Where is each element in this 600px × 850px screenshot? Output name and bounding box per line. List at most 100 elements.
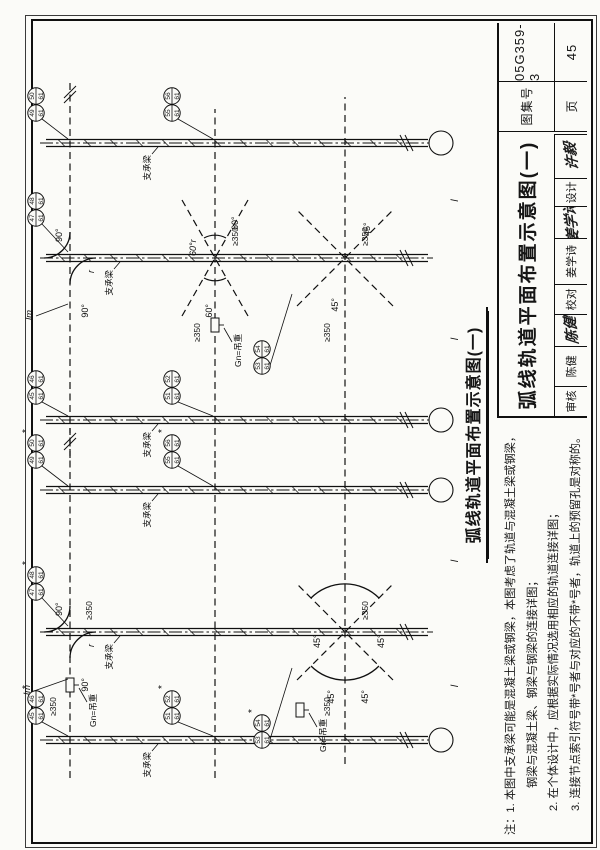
beam-label: 支承梁	[142, 155, 152, 181]
angle-90-label: 90°	[80, 678, 90, 692]
figure-caption: 弧线轨道平面布置示意图(一)	[460, 307, 488, 563]
detail-number: 50	[29, 439, 36, 447]
role-name: 陈健	[555, 345, 587, 386]
length-label: lm	[22, 685, 33, 695]
sheet-title: 弧线轨道平面布置示意图(一)	[499, 134, 555, 416]
detail-number: 52	[165, 375, 172, 383]
beam-label: 支承梁	[142, 502, 152, 528]
dim-min-350: ≥350	[322, 697, 332, 716]
detail-sheet-number: 61	[264, 362, 271, 370]
detail-sheet-number: 61	[38, 92, 45, 100]
detail-sheet-number: 61	[264, 736, 271, 744]
dim-min-350: ≥350	[48, 697, 58, 716]
detail-number: 56	[165, 439, 172, 447]
hoist-label: Gn=吊重	[88, 693, 98, 727]
note-line: 3. 连接节点索引符号带*号者与对应的不带*号者，轨道上的预留孔是对称的。	[569, 431, 582, 811]
detail-number: 45	[29, 712, 36, 720]
title-block-roles: 审核陈健陈健校对姜学诗姜学诗设计许毅	[555, 134, 587, 416]
detail-number: 52	[165, 695, 172, 703]
detail-sheet-number: 61	[174, 695, 181, 703]
beam-label: 支承梁	[104, 644, 114, 670]
role-signature: 姜学诗	[555, 205, 587, 239]
star-mark: *	[157, 685, 168, 689]
detail-sheet-number: 61	[174, 456, 181, 464]
detail-sheet-number: 61	[38, 456, 45, 464]
role-name: 姜学诗	[555, 238, 587, 284]
detail-number: 48	[29, 197, 36, 205]
angle-90-label: 90°	[54, 602, 64, 616]
role-label: 设计	[555, 177, 587, 206]
detail-number: 55	[165, 456, 172, 464]
detail-sheet-number: 61	[174, 439, 181, 447]
role-label: 审核	[555, 385, 587, 416]
diagram-right: 90°90°r60°60°r60°45°45°≥350≥350≥350≥350支…	[24, 81, 461, 458]
detail-sheet-number: 61	[174, 392, 181, 400]
detail-sheet-number: 61	[38, 392, 45, 400]
star-mark: *	[21, 429, 32, 433]
angle-45-label: 45°	[326, 690, 336, 704]
dim-min-350: ≥350	[360, 601, 370, 620]
detail-sheet-number: 61	[38, 214, 45, 222]
detail-sheet-number: 61	[38, 439, 45, 447]
detail-number: 47	[29, 214, 36, 222]
detail-number: 53	[255, 362, 262, 370]
dim-min-350: ≥350	[360, 227, 370, 246]
angle-45-label: 45°	[376, 634, 386, 648]
detail-number: 51	[165, 392, 172, 400]
axis-bubble	[428, 727, 454, 753]
detail-number: 48	[29, 571, 36, 579]
detail-number: 55	[165, 109, 172, 117]
dim-min-350: ≥350	[192, 323, 202, 342]
span-label: l	[450, 684, 461, 687]
star-mark: *	[21, 561, 32, 565]
detail-number: 54	[255, 345, 262, 353]
hoist-label: Gn=吊重	[318, 718, 328, 752]
detail-sheet-number: 61	[174, 375, 181, 383]
span-label: l	[450, 559, 461, 562]
angle-60-label: 60°	[204, 304, 214, 318]
angle-45-label: 45°	[312, 634, 322, 648]
detail-number: 54	[255, 719, 262, 727]
beam-label: 支承梁	[142, 752, 152, 778]
detail-sheet-number: 61	[38, 109, 45, 117]
angle-90-label: 90°	[54, 228, 64, 242]
dim-min-350: ≥350	[84, 601, 94, 620]
detail-sheet-number: 61	[38, 588, 45, 596]
detail-number: 56	[165, 92, 172, 100]
atlas-no-value: 05G359-3	[499, 23, 555, 82]
span-label: l	[450, 199, 461, 202]
axis-bubble	[428, 477, 454, 503]
detail-number: 49	[29, 109, 36, 117]
radius-label: r	[86, 643, 96, 647]
angle-90-label: 90°	[80, 304, 90, 318]
detail-sheet-number: 61	[38, 571, 45, 579]
detail-sheet-number: 61	[38, 695, 45, 703]
detail-sheet-number: 61	[38, 197, 45, 205]
detail-number: 45	[29, 392, 36, 400]
atlas-no-label: 图集号	[499, 81, 555, 132]
detail-number: 51	[165, 712, 172, 720]
detail-sheet-number: 61	[174, 712, 181, 720]
angle-60-label: 60°	[230, 216, 240, 230]
detail-number: 53	[255, 736, 262, 744]
star-mark: *	[157, 429, 168, 433]
diagram-left: 90°90°r45°45°45°45°≥350≥350≥350≥350支承梁支承…	[21, 428, 461, 778]
beam-label: 支承梁	[142, 432, 152, 458]
detail-sheet-number: 61	[38, 375, 45, 383]
detail-number: 49	[29, 456, 36, 464]
detail-sheet-number: 61	[38, 712, 45, 720]
radius-label: r	[86, 269, 96, 273]
detail-number: 46	[29, 375, 36, 383]
angle-60r-label: 60°r	[188, 238, 198, 256]
dim-min-350: ≥350	[322, 323, 332, 342]
detail-number: 47	[29, 588, 36, 596]
length-label: lm	[24, 310, 35, 320]
detail-number: 50	[29, 92, 36, 100]
role-signature: 陈健	[555, 313, 587, 346]
angle-45-label: 45°	[330, 298, 340, 312]
beam-label: 支承梁	[104, 270, 114, 296]
angle-45-label: 45°	[360, 690, 370, 704]
